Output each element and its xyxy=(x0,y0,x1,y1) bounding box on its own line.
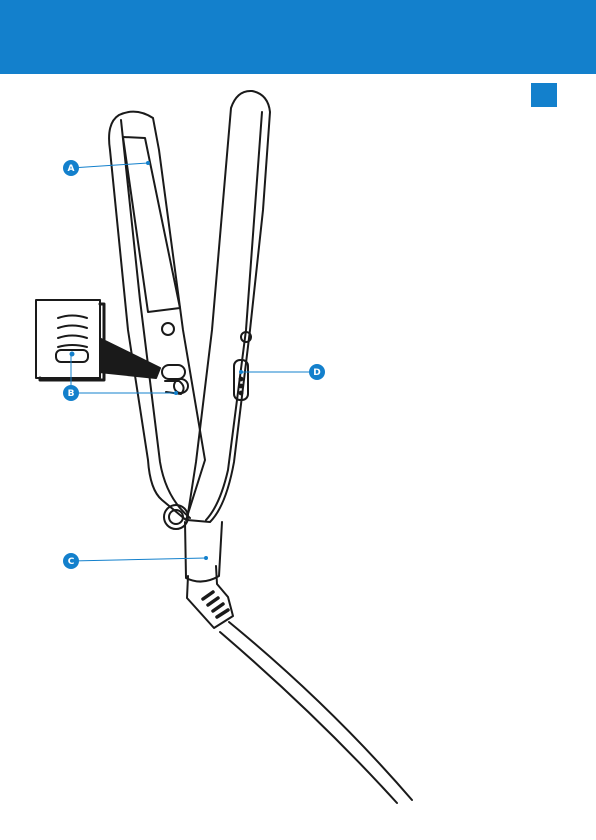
callout-a: A xyxy=(63,160,79,176)
right-arm-outline xyxy=(187,91,270,522)
switch-dot-1 xyxy=(240,378,243,381)
callout-d-end-dot xyxy=(239,370,243,374)
strain-relief-ridge-1 xyxy=(203,592,213,599)
strain-relief-ridge-2 xyxy=(208,598,218,605)
callout-c-letter: C xyxy=(68,557,75,567)
callout-b-letter: B xyxy=(68,389,75,399)
callout-b-target-dot xyxy=(70,352,75,357)
switch-dot-3 xyxy=(240,392,243,395)
callout-a-letter: A xyxy=(68,164,75,174)
left-arm-outline xyxy=(109,112,205,520)
callout-c-end-dot xyxy=(204,556,208,560)
strain-relief-ridge-3 xyxy=(213,604,223,611)
hinge-pivot-outer xyxy=(164,505,188,529)
temperature-dial-upper xyxy=(162,365,185,379)
temperature-dial-knob xyxy=(174,379,188,393)
left-arm-indicator-light xyxy=(162,323,174,335)
dial-zoom-inset-frame xyxy=(36,300,100,378)
left-arm-inner-edge xyxy=(121,120,190,518)
callout-a-leader-line xyxy=(71,163,148,168)
callout-b-end-dot xyxy=(174,391,178,395)
strain-relief-ridge-4 xyxy=(217,610,228,617)
cord-strain-relief xyxy=(187,566,233,628)
callout-d-letter: D xyxy=(313,368,320,378)
power-cord-line-outer xyxy=(229,622,412,800)
callout-a-end-dot xyxy=(146,161,150,165)
callout-c: C xyxy=(63,553,79,569)
callout-d: D xyxy=(309,364,325,380)
power-cord-line-inner xyxy=(220,632,397,803)
callout-b: B xyxy=(63,385,79,401)
switch-dot-2 xyxy=(240,385,243,388)
